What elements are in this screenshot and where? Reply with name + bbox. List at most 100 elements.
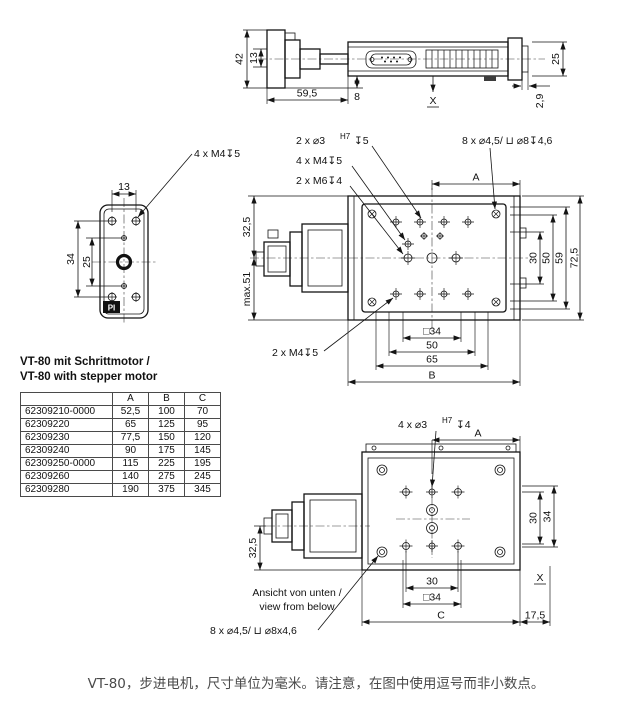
pi-logo: PI [103, 301, 120, 313]
value-b: 175 [148, 443, 185, 458]
value-b: 125 [148, 417, 185, 432]
header-part [20, 391, 113, 406]
value-c: 145 [184, 443, 221, 458]
part-number: 62309230 [20, 430, 113, 445]
value-a: 140 [112, 469, 149, 484]
mount-foot [484, 76, 496, 81]
dim-59-5-label: 59,5 [297, 88, 318, 100]
table-row: 62309220 65 125 95 [20, 417, 221, 432]
pi-logo-text: PI [108, 304, 116, 313]
table-title-line2: VT-80 with stepper motor [20, 370, 158, 383]
value-a: 52,5 [112, 404, 149, 419]
x-axis-label: X [536, 572, 543, 584]
part-table: A B C 62309210-0000 52,5 100 70 62309220… [20, 391, 221, 497]
part-number: 62309260 [20, 469, 113, 484]
dsub-connector [365, 50, 417, 69]
end-plate [521, 45, 529, 73]
hole-cross-ticks [399, 485, 465, 553]
m4-leader [137, 153, 193, 218]
dim-42-label: 42 [234, 53, 246, 65]
value-c: 70 [184, 404, 221, 419]
part-table-block: VT-80 mit Schrittmotor / VT-80 with step… [20, 355, 221, 497]
dim-a-label: A [474, 428, 481, 440]
dim-32-5-label: 32,5 [241, 217, 253, 238]
m4-bottom-label: 2 x M4↧5 [272, 347, 318, 359]
pin-fit-label: H7 [442, 416, 453, 425]
view-note-line2: view from below [259, 601, 335, 613]
value-a: 65 [112, 417, 149, 432]
dim-59-label: 59 [554, 252, 566, 264]
value-c: 245 [184, 469, 221, 484]
dim-sq34-label: □34 [423, 592, 441, 604]
header-a: A [112, 391, 149, 406]
value-c: 345 [184, 482, 221, 497]
bracket-tab [284, 32, 296, 41]
dim-13-label: 13 [248, 52, 260, 64]
dim-32-5-label: 32,5 [247, 538, 259, 559]
table-row: 62309210-0000 52,5 100 70 [20, 404, 221, 419]
end-extension-lines [74, 190, 137, 298]
bottom-view: 4 x ⌀3 H7 ↧4 A 30 34 32,5 X 30 □34 C 17,… [210, 416, 558, 637]
caption: VT-80，步进电机，尺寸单位为毫米。请注意，在图中使用逗号而非小数点。 [87, 676, 545, 692]
dim-17-5-label: 17,5 [525, 610, 546, 622]
table-header-row: A B C [20, 391, 221, 406]
value-a: 77,5 [112, 430, 149, 445]
table-row: 62309230 77,5 150 120 [20, 430, 221, 445]
value-b: 150 [148, 430, 185, 445]
side-view: 42 13 59,5 8 X 25 2,9 [234, 29, 567, 109]
pin-holes-label: 4 x ⌀3 [398, 419, 427, 431]
bottom-holes [376, 464, 506, 558]
dim-a-label: A [472, 172, 479, 184]
dim-b50-label: 50 [426, 340, 438, 352]
table-row: 62309280 190 375 345 [20, 482, 221, 497]
dim-25-label: 25 [81, 256, 93, 268]
m4-top-label: 4 x M4↧5 [296, 155, 342, 167]
dim-b65-label: 65 [426, 354, 438, 366]
vt80-technical-drawing: 42 13 59,5 8 X 25 2,9 PI 13 34 25 [65, 29, 584, 637]
dim-25-label: 25 [550, 53, 562, 65]
value-c: 120 [184, 430, 221, 445]
x-axis-label: X [429, 95, 436, 107]
value-b: 375 [148, 482, 185, 497]
part-number: 62309240 [20, 443, 113, 458]
m6-label: 2 x M6↧4 [296, 175, 342, 187]
value-c: 95 [184, 417, 221, 432]
part-number: 62309220 [20, 417, 113, 432]
table-title-line1: VT-80 mit Schrittmotor / [20, 356, 150, 368]
value-a: 90 [112, 443, 149, 458]
dim-2-9-label: 2,9 [534, 94, 546, 109]
m4-holes-label: 4 x M4↧5 [194, 148, 240, 160]
header-b: B [148, 391, 185, 406]
part-number: 62309210-0000 [20, 404, 113, 419]
pin-leader [371, 145, 422, 219]
end-cap-strip [365, 443, 517, 453]
hole-cross-ticks [107, 216, 141, 302]
table-title: VT-80 mit Schrittmotor / VT-80 with step… [20, 355, 221, 385]
view-note-line1: Ansicht von unten / [252, 587, 341, 599]
counterbore-label: 8 x ⌀4,5/ ⊔ ⌀8↧4,6 [462, 135, 553, 147]
pin-depth-label: ↧5 [354, 135, 369, 147]
dim-30-right-label: 30 [528, 512, 540, 524]
base-bottom [361, 451, 521, 571]
dim-b-label: B [428, 370, 435, 382]
value-b: 100 [148, 404, 185, 419]
value-a: 190 [112, 482, 149, 497]
motor-bottom [263, 493, 363, 559]
dim-50-label: 50 [541, 252, 553, 264]
part-number: 62309250-0000 [20, 456, 113, 471]
value-b: 275 [148, 469, 185, 484]
table-row: 62309260 140 275 245 [20, 469, 221, 484]
center-bore [115, 253, 133, 271]
dim-c-label: C [437, 610, 445, 622]
value-b: 225 [148, 456, 185, 471]
header-c: C [184, 391, 221, 406]
side-extension-lines [243, 29, 567, 104]
value-a: 115 [112, 456, 149, 471]
end-view-body [99, 204, 149, 319]
pin-leader [429, 430, 437, 488]
end-view: PI 13 34 25 4 x M4↧5 [65, 148, 240, 324]
dim-72-5-label: 72,5 [569, 248, 581, 269]
counterbore-leader [317, 555, 379, 631]
pin-fit-label: H7 [340, 132, 351, 141]
counterbore-label: 8 x ⌀4,5/ ⊔ ⌀8x4,6 [210, 625, 297, 637]
